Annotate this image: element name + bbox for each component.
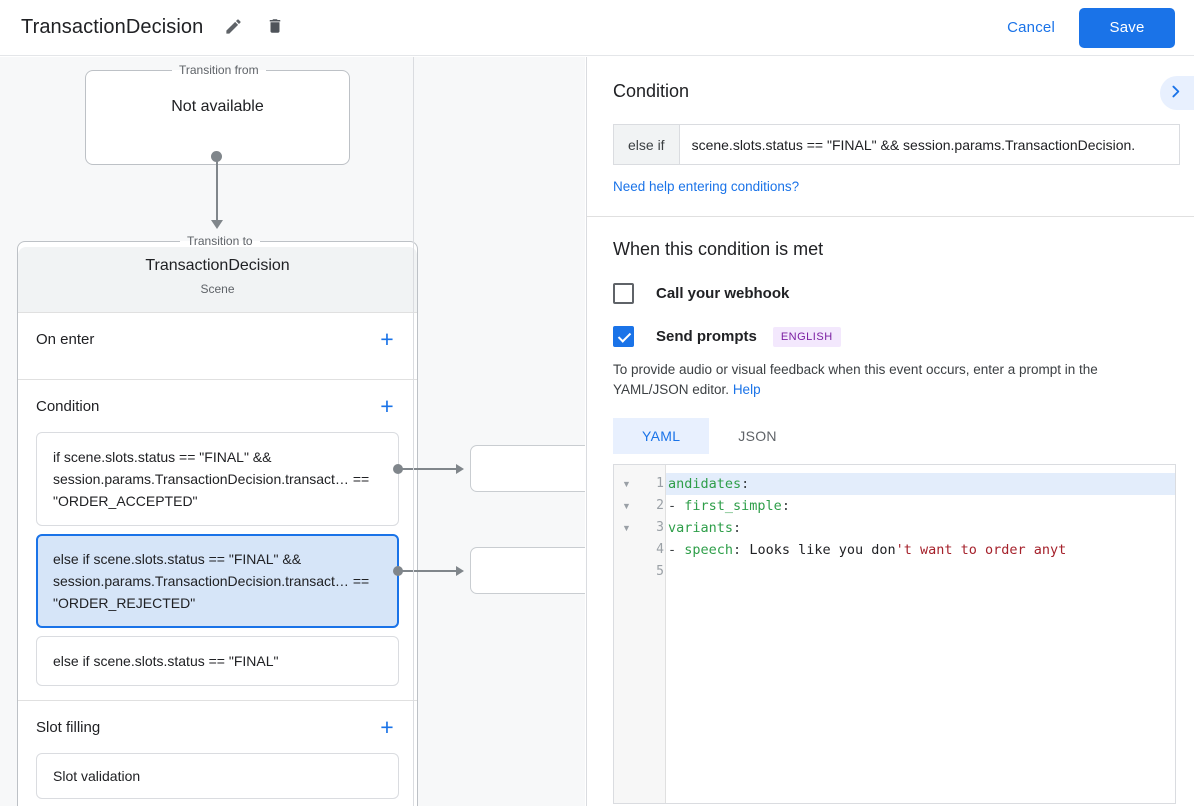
code-line-4[interactable]: - speech: Looks like you don't want to o… [666,539,1175,561]
pencil-icon [224,17,243,39]
section-header-slot-filling: Slot filling + [36,701,399,753]
section-slot-filling: Slot filling + Slot validation [18,700,417,806]
section-condition: Condition + if scene.slots.status == "FI… [18,379,417,700]
code-token: : [733,542,750,558]
code-token: - [668,542,685,558]
code-token: variants [668,520,734,536]
send-prompts-label[interactable]: Send prompts [656,328,757,345]
save-button[interactable]: Save [1079,7,1175,48]
when-met-heading: When this condition is met [613,239,824,259]
transition-to-legend: Transition to [187,235,253,248]
code-line-1[interactable]: andidates: [666,473,1175,495]
condition-item-2[interactable]: else if scene.slots.status == "FINAL" [36,636,399,686]
fold-arrow-1[interactable]: ▼ [622,479,631,489]
transition-to-header: TransactionDecision Scene [18,247,417,312]
code-line-number-gutter: 1 2 3 4 5 [639,465,666,803]
code-token: first_simple [684,498,782,514]
transition-from-legend: Transition from [179,63,259,77]
line-number: 4 [656,542,664,557]
condition-item-0[interactable]: if scene.slots.status == "FINAL" && sess… [36,432,399,526]
edge-arrow-rejected [456,566,464,576]
editor-format-tabs: YAML JSON [613,418,1168,454]
prompt-help-link[interactable]: Help [732,382,761,397]
section-on-enter: On enter + [18,312,417,379]
edge-arrow-accepted [456,464,464,474]
code-token: 't want to order anyt [895,542,1067,558]
edit-button[interactable] [219,14,247,42]
code-line-3[interactable]: variants: [666,517,1175,539]
code-token: - [668,498,685,514]
prompt-description-text: To provide audio or visual feedback when… [613,362,1098,397]
transition-from-value: Not available [171,98,264,115]
add-on-enter-button[interactable]: + [375,327,399,351]
line-number: 2 [656,498,664,513]
fold-arrow-3[interactable]: ▼ [622,523,631,533]
details-panel: Condition else if Need help entering con… [586,57,1194,806]
transition-to-subtitle: Scene [200,282,235,296]
tab-yaml[interactable]: YAML [613,418,710,454]
page-title: TransactionDecision [21,16,204,38]
when-condition-met-section: When this condition is met Call your web… [587,217,1194,804]
section-header-on-enter: On enter + [36,313,399,365]
collapse-panel-button[interactable] [1160,76,1194,110]
code-fold-gutter: ▼ ▼ ▼ [614,465,639,803]
line-number: 3 [656,520,664,535]
webhook-row: Call your webhook [613,283,1168,304]
condition-item-1[interactable]: else if scene.slots.status == "FINAL" &&… [36,534,399,628]
send-prompts-row: Send prompts ENGLISH [613,326,1168,347]
edge-dot-rejected [393,566,403,576]
section-title-condition: Condition [36,397,100,415]
section-title-on-enter: On enter [36,330,95,348]
code-token: : [733,520,742,536]
condition-help-link[interactable]: Need help entering conditions? [613,179,800,194]
prompt-description: To provide audio or visual feedback when… [613,360,1175,400]
condition-input-row[interactable]: else if [613,124,1180,165]
chevron-right-icon [1167,83,1184,103]
code-content-area[interactable]: andidates:- first_simple: variants: - sp… [666,465,1175,803]
transition-to-node[interactable]: Transition to TransactionDecision Scene … [17,235,418,806]
tab-json[interactable]: JSON [709,418,806,454]
section-title-slot-filling: Slot filling [36,718,101,736]
add-condition-button[interactable]: + [375,394,399,418]
language-badge: ENGLISH [772,326,841,347]
code-token: : [781,498,790,514]
line-number: 5 [656,564,664,579]
code-token: Looks like you don [749,542,896,558]
connector-dot-top [211,151,222,162]
add-slot-filling-button[interactable]: + [375,715,399,739]
condition-prefix-label: else if [614,125,680,164]
app-header: TransactionDecision Cancel Save [0,0,1194,56]
canvas-divider [413,57,414,806]
condition-expression-input[interactable] [679,125,1179,164]
code-line-2[interactable]: - first_simple: [666,495,1175,517]
trash-icon [266,17,284,38]
line-number: 1 [656,476,664,491]
condition-heading: Condition [613,81,690,101]
code-token: speech [684,542,734,558]
fold-arrow-2[interactable]: ▼ [622,501,631,511]
code-line-5[interactable] [666,561,1175,583]
edge-dot-accepted [393,464,403,474]
slot-item-0[interactable]: Slot validation [36,753,399,799]
condition-editor-section: Condition else if Need help entering con… [587,57,1194,217]
call-webhook-checkbox[interactable] [613,283,634,304]
target-node-rejected[interactable] [470,547,585,594]
call-webhook-label[interactable]: Call your webhook [656,285,790,302]
transition-from-node[interactable]: Transition from Not available [85,64,350,165]
edge-line-accepted [400,468,462,470]
transition-to-title: TransactionDecision [145,257,290,274]
send-prompts-checkbox[interactable] [613,326,634,347]
code-token: andidates [668,476,742,492]
section-header-condition: Condition + [36,380,399,432]
delete-button[interactable] [261,14,289,42]
target-node-accepted[interactable] [470,445,585,492]
code-token: : [741,476,750,492]
flow-canvas[interactable]: Transition from Not available Transition… [0,57,585,806]
cancel-button[interactable]: Cancel [995,11,1067,44]
connector-arrow-down [211,220,223,229]
edge-line-rejected [400,570,462,572]
connector-line-vertical [216,157,218,225]
